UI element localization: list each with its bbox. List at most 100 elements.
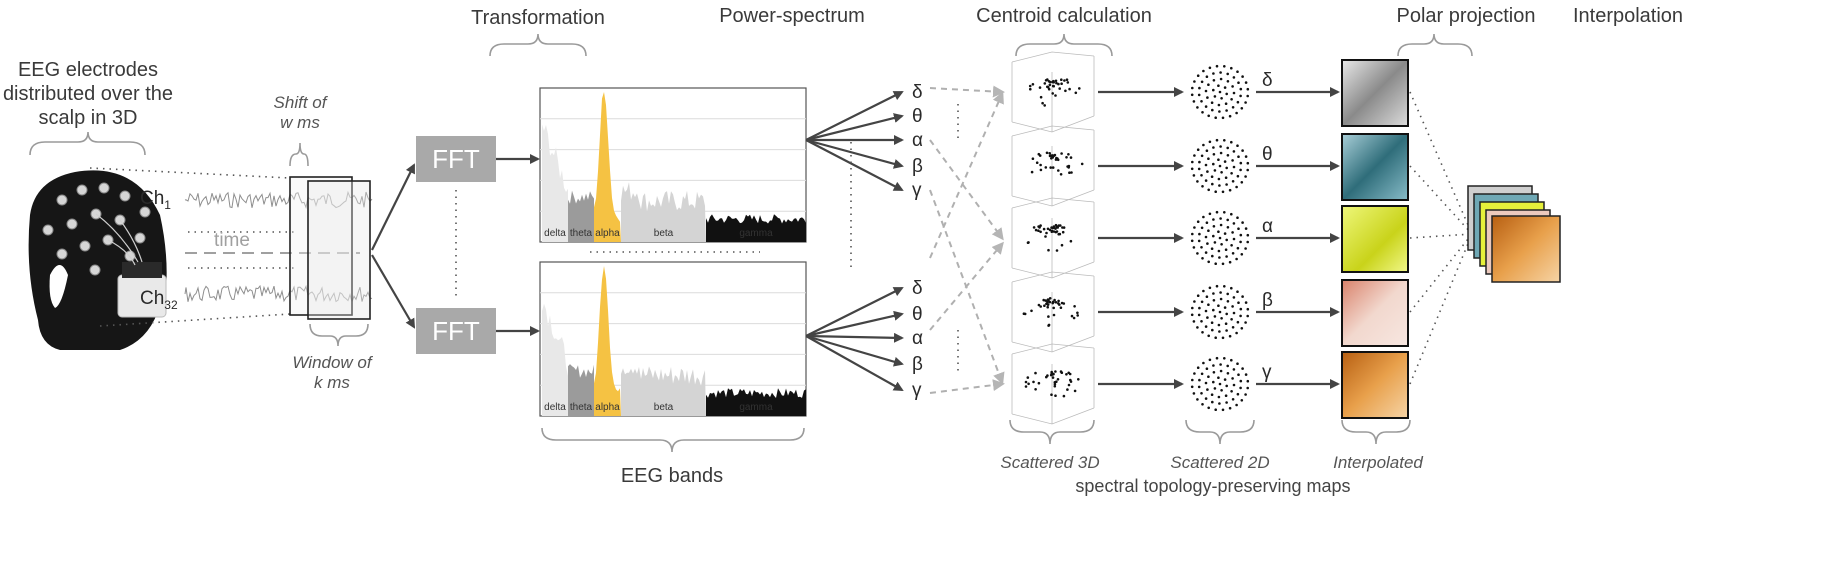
- signal-trace-ch32: [184, 284, 373, 304]
- interpolated-map: [1341, 279, 1409, 347]
- map-to-stack-dots: [1409, 165, 1473, 235]
- caption-scattered3d: Scattered 3D: [1000, 453, 1099, 472]
- window-1: [289, 176, 353, 316]
- fan-arrow: [805, 139, 904, 191]
- caption-interpolated: Interpolated: [1333, 453, 1423, 472]
- scattered-2d-plot: [1190, 284, 1250, 340]
- fan-arrow: [805, 91, 904, 141]
- spectrum-band-gamma: [706, 214, 806, 242]
- dashed-arrow-delta-top: [929, 85, 1005, 98]
- dashed-arrow-delta-bottom: [929, 91, 1004, 259]
- header-power-spectrum: Power-spectrum: [719, 5, 865, 27]
- map-band-symbol: θ: [1262, 144, 1273, 165]
- band-symbol: β: [912, 156, 923, 177]
- channel-label-ch1: Ch1: [140, 188, 171, 212]
- fan-arrow: [805, 287, 904, 337]
- band-label-theta: theta: [570, 228, 593, 239]
- brace-interpolated: [1341, 419, 1411, 445]
- map-to-stack-dots: [1409, 233, 1473, 385]
- cap-guide-top: [89, 167, 291, 179]
- window-2: [307, 180, 371, 320]
- band-label-delta: delta: [544, 228, 566, 239]
- shift-label-line2: w ms: [280, 113, 320, 132]
- stacked-maps: [1467, 185, 1561, 283]
- spectrum-band-theta: [568, 364, 594, 416]
- brace-eeg-bands: [541, 427, 805, 453]
- caption-footer: spectral topology-preserving maps: [1075, 476, 1350, 496]
- scattered-2d-plot: [1190, 356, 1250, 412]
- window-label-line2: k ms: [314, 373, 350, 392]
- band-label-theta: theta: [570, 402, 593, 413]
- arrow-window-to-fft-top: [371, 163, 415, 251]
- fft-box-bottom: [416, 308, 496, 354]
- spectrum-to-band-arrows: [805, 91, 904, 391]
- map-to-stack-dots: [1409, 233, 1473, 313]
- spectrum-band-delta: [542, 124, 568, 242]
- brace-transformation: [489, 33, 587, 57]
- interpolated-map: [1341, 351, 1409, 419]
- spectrum-band-theta: [568, 190, 594, 242]
- band-symbol: δ: [912, 82, 923, 103]
- spectrum-band-delta: [542, 303, 568, 416]
- fft-label-bottom: FFT: [432, 316, 480, 346]
- spectrum-band-alpha: [594, 266, 621, 416]
- brace-centroid: [1015, 33, 1113, 57]
- dashed-arrow-alpha-top: [929, 139, 1004, 241]
- header-transformation: Transformation: [471, 7, 605, 29]
- map-band-symbol: β: [1262, 290, 1273, 311]
- brace-polar: [1397, 33, 1473, 57]
- header-eeg-line2: distributed over the: [3, 83, 173, 105]
- spectrum-band-beta: [621, 182, 706, 242]
- band-label-alpha: alpha: [595, 228, 620, 239]
- band-symbol: β: [912, 354, 923, 375]
- spectrum-band-gamma: [706, 388, 806, 416]
- signal-trace-ch1: [184, 190, 373, 210]
- band-symbol: α: [912, 130, 923, 151]
- band-label-beta: beta: [654, 402, 674, 413]
- interpolated-map: [1341, 59, 1409, 127]
- fan-arrow: [805, 332, 904, 343]
- brace-shift: [289, 142, 309, 167]
- spectrum-band-beta: [621, 366, 706, 416]
- header-eeg-line3: scalp in 3D: [39, 107, 138, 129]
- channel-label-ch32: Ch32: [140, 288, 178, 312]
- map-to-stack-dots: [1409, 91, 1473, 235]
- arrow-window-to-fft-bottom: [371, 254, 416, 329]
- band-symbol: γ: [912, 380, 922, 401]
- band-label-gamma: gamma: [739, 228, 773, 239]
- scattered-3d-plot: [1011, 197, 1095, 279]
- eeg-bands-caption: EEG bands: [621, 465, 723, 487]
- band-symbol: γ: [912, 180, 922, 201]
- spectrum-band-alpha: [594, 92, 621, 242]
- header-centroid: Centroid calculation: [976, 5, 1152, 27]
- fft-box-top: [416, 136, 496, 182]
- caption-scattered2d: Scattered 2D: [1170, 453, 1269, 472]
- dashed-arrow-gamma-bottom: [929, 379, 1005, 394]
- scattered-2d-plot: [1190, 138, 1250, 194]
- shift-label-line1: Shift of: [274, 93, 329, 112]
- scattered-3d-plot: [1011, 343, 1095, 425]
- header-interpolation: Interpolation: [1573, 5, 1683, 27]
- band-label-delta: delta: [544, 402, 566, 413]
- window-label-line1: Window of: [292, 353, 373, 372]
- band-symbol: δ: [912, 278, 923, 299]
- fan-arrow: [805, 138, 904, 169]
- brace-scattered3d: [1009, 419, 1095, 445]
- brace-eeg: [29, 131, 146, 156]
- band-symbol: θ: [912, 304, 923, 325]
- scattered-3d-plot: [1011, 51, 1095, 133]
- interpolated-map: [1341, 133, 1409, 201]
- brace-window: [309, 323, 369, 347]
- band-label-beta: beta: [654, 228, 674, 239]
- interpolated-map: [1341, 205, 1409, 273]
- header-eeg-line1: EEG electrodes: [18, 59, 158, 81]
- brace-scattered2d: [1185, 419, 1255, 445]
- scattered-3d-plot: [1011, 125, 1095, 207]
- fan-arrow: [805, 113, 904, 142]
- eeg-cap-illustration: [28, 170, 167, 350]
